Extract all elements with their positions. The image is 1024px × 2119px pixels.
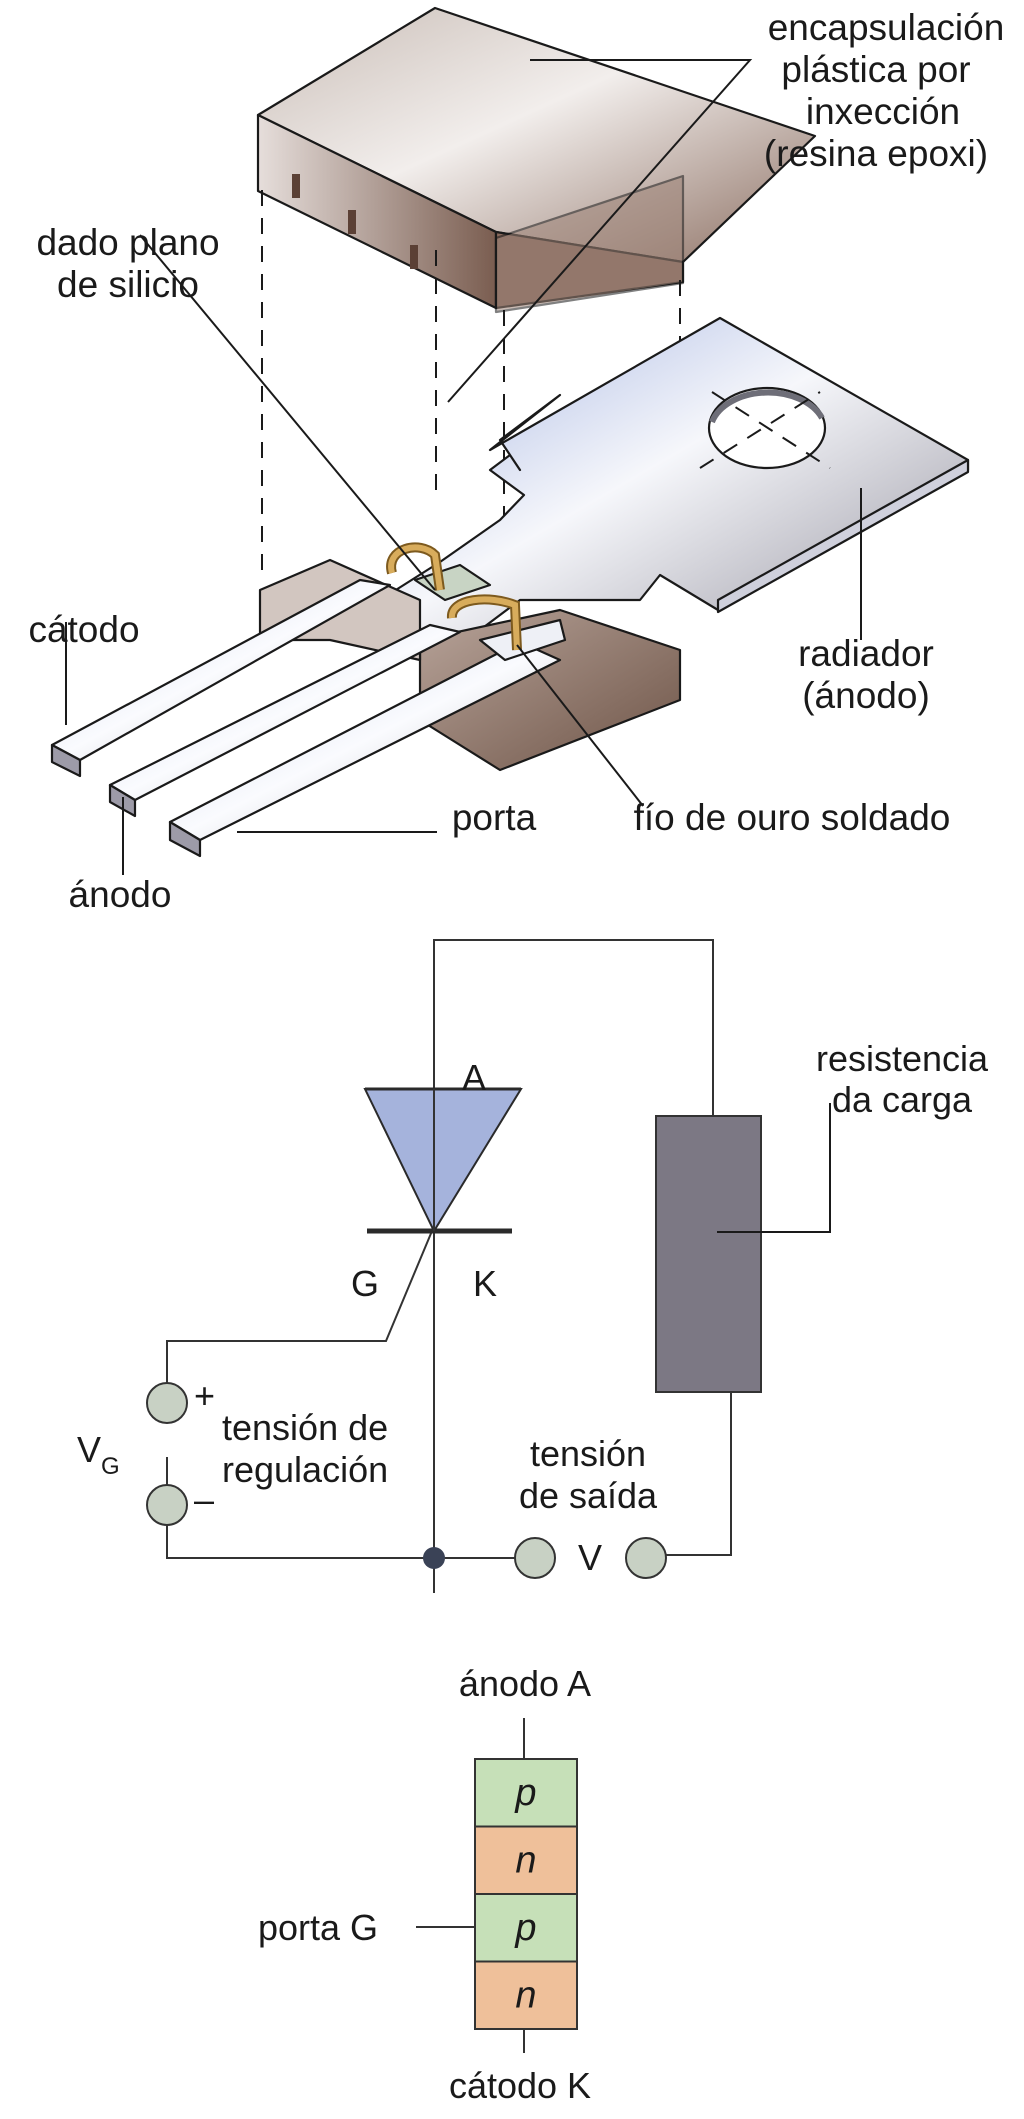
label-gold-wire: fío de ouro soldado	[634, 797, 951, 838]
label-vg: VG	[77, 1429, 120, 1480]
terminal-output-1	[514, 1537, 556, 1579]
label-encapsulation-2: plástica por	[781, 49, 970, 90]
terminal-gate-minus	[146, 1484, 188, 1526]
label-radiator-2: (ánodo)	[802, 675, 930, 716]
label-encapsulation-4: (resina epoxi)	[764, 133, 988, 174]
vg-subscript: G	[101, 1453, 120, 1480]
layer-p-3	[474, 1893, 578, 1963]
label-load-1: resistencia	[816, 1038, 989, 1079]
leader-encapsulation	[447, 59, 753, 403]
vg-symbol: V	[77, 1429, 101, 1470]
layer-n-2	[474, 1825, 578, 1895]
thyristor-circuit: A G K resistencia da carga VG + – tensió…	[77, 939, 989, 1593]
leader-gold-wire	[516, 644, 644, 807]
label-encapsulation-1: encapsulación	[768, 7, 1005, 48]
label-output-voltage-1: tensión	[530, 1433, 646, 1474]
label-control-voltage-2: regulación	[222, 1449, 388, 1490]
label-layers-cathode: cátodo K	[449, 2065, 591, 2106]
wire-top-loop	[433, 939, 714, 1593]
label-die-1: dado plano	[36, 222, 219, 263]
label-encapsulation-3: inxección	[806, 91, 960, 132]
label-load-2: da carga	[832, 1079, 973, 1120]
label-output-voltage-2: de saída	[519, 1475, 658, 1516]
leader-die	[139, 234, 436, 591]
label-layers-anode: ánodo A	[459, 1663, 591, 1704]
label-gate: porta	[452, 797, 537, 838]
junction-dot	[423, 1547, 445, 1569]
label-terminal-k: K	[473, 1263, 497, 1304]
label-plus: +	[194, 1375, 215, 1416]
label-anode: ánodo	[69, 874, 172, 915]
layer-label: n	[515, 1839, 536, 1881]
layer-label: p	[514, 1772, 536, 1814]
wire-gate	[166, 1230, 433, 1383]
lead-gate	[168, 618, 567, 858]
layer-label: p	[514, 1907, 536, 1949]
layer-p-1	[474, 1758, 578, 1828]
layer-label: n	[515, 1974, 536, 2016]
package-illustration	[50, 6, 970, 875]
leader-load	[717, 1103, 831, 1233]
label-output-v: V	[578, 1537, 602, 1578]
wire-load-return	[665, 1392, 732, 1556]
label-terminal-g: G	[351, 1263, 379, 1304]
label-die-2: de silicio	[57, 264, 199, 305]
load-resistor	[655, 1115, 762, 1393]
label-layers-gate: porta G	[258, 1907, 378, 1948]
terminal-gate-plus	[146, 1382, 188, 1424]
lead-cathode	[50, 578, 392, 778]
package-labels: encapsulación plástica por inxección (re…	[28, 7, 1004, 915]
label-cathode: cátodo	[28, 609, 139, 650]
thyristor-triangle	[363, 1088, 523, 1234]
terminal-output-2	[625, 1537, 667, 1579]
label-minus: –	[194, 1479, 214, 1520]
epoxy-encapsulation	[256, 6, 817, 314]
layer-n-4	[474, 1960, 578, 2030]
label-control-voltage-1: tensión de	[222, 1407, 388, 1448]
label-terminal-a: A	[462, 1057, 486, 1098]
radiator-tab	[378, 316, 970, 662]
label-radiator-1: radiador	[798, 633, 934, 674]
